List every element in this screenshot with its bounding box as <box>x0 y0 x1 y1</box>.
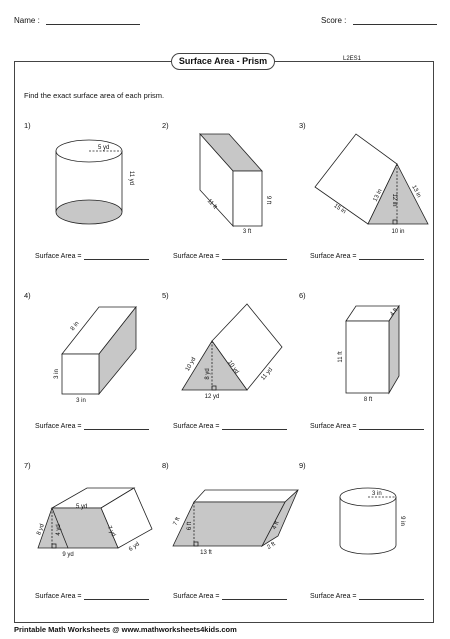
figure-6-upright-prism: 4 ft 11 ft 8 ft <box>338 304 400 403</box>
answer-label: Surface Area = <box>310 593 357 600</box>
dim-7f: 6 yd <box>128 541 141 552</box>
answer-field-1[interactable]: Surface Area = <box>35 251 149 260</box>
dim-7d: 7 yd <box>106 525 117 538</box>
dim-7e: 9 yd <box>62 552 73 558</box>
dim-8e: 2 ft <box>266 541 277 551</box>
figure-2-rect-prism: 11 ft 9 ft 3 ft <box>199 132 271 235</box>
dim-2c: 3 ft <box>243 229 252 235</box>
answer-line <box>358 421 424 430</box>
score-label: Score : <box>321 16 347 25</box>
problem-number-5: 5) <box>162 291 169 300</box>
dim-3c: 12 in <box>391 193 397 206</box>
dim-7b: 8 yd <box>36 523 46 536</box>
worksheet-title: Surface Area - Prism <box>171 53 275 70</box>
dim-4c: 3 in <box>76 398 86 404</box>
dim-8b: 6 ft <box>187 522 193 531</box>
dim-1a: 5 yd <box>98 145 109 151</box>
dim-4a: 8 in <box>70 321 81 332</box>
dim-8d: 13 ft <box>200 550 212 556</box>
answer-label: Surface Area = <box>35 593 82 600</box>
answer-field-4[interactable]: Surface Area = <box>35 421 149 430</box>
problem-number-9: 9) <box>299 461 306 470</box>
problem-number-2: 2) <box>162 121 169 130</box>
dim-4b: 3 in <box>54 369 60 379</box>
answer-label: Surface Area = <box>310 253 357 260</box>
dim-8a: 7 ft <box>173 516 182 526</box>
dim-3e: 10 in <box>391 229 404 235</box>
answer-line <box>221 421 287 430</box>
score-line <box>352 14 437 25</box>
instructions: Find the exact surface area of each pris… <box>24 91 165 100</box>
dim-6a: 4 ft <box>389 307 399 317</box>
answer-field-7[interactable]: Surface Area = <box>35 591 149 600</box>
answer-line <box>221 591 287 600</box>
footer: Printable Math Worksheets @ www.mathwork… <box>14 625 237 634</box>
footer-site-link[interactable]: www.mathworksheets4kids.com <box>121 625 237 634</box>
name-field[interactable]: Name : <box>14 14 141 25</box>
answer-field-3[interactable]: Surface Area = <box>310 251 424 260</box>
figure-7-trap-prism: 5 yd 8 yd 4 yd 7 yd 9 yd 6 yd <box>36 487 153 558</box>
answer-field-9[interactable]: Surface Area = <box>310 591 424 600</box>
problem-number-8: 8) <box>162 461 169 470</box>
dim-1b: 11 yd <box>128 171 134 185</box>
answer-field-6[interactable]: Surface Area = <box>310 421 424 430</box>
worksheet-code: L2ES1 <box>343 56 362 62</box>
problem-number-1: 1) <box>24 121 31 130</box>
problem-number-6: 6) <box>299 291 306 300</box>
dim-7a: 5 yd <box>76 504 87 510</box>
score-field[interactable]: Score : <box>321 14 437 25</box>
dim-6b: 11 ft <box>338 351 344 363</box>
answer-label: Surface Area = <box>173 253 220 260</box>
answer-field-8[interactable]: Surface Area = <box>173 591 287 600</box>
answer-line <box>83 251 149 260</box>
dim-2b: 9 ft <box>265 196 271 205</box>
footer-brand: Printable Math Worksheets @ <box>14 625 120 634</box>
dim-3b: 13 in <box>373 188 384 202</box>
figure-8-para-prism: 7 ft 6 ft 4 ft 13 ft 2 ft <box>172 489 300 556</box>
problem-number-7: 7) <box>24 461 31 470</box>
answer-line <box>358 591 424 600</box>
answer-label: Surface Area = <box>173 593 220 600</box>
dim-5e: 12 yd <box>205 394 220 400</box>
name-line <box>46 14 141 25</box>
figure-3-tri-prism: 15 in 13 in 12 in 13 in 10 in <box>314 133 429 235</box>
answer-label: Surface Area = <box>173 423 220 430</box>
problem-number-3: 3) <box>299 121 306 130</box>
dim-9a: 3 in <box>372 491 382 497</box>
dim-6c: 8 ft <box>364 397 373 403</box>
dim-5b: 8 yd <box>205 368 211 379</box>
figure-1-cylinder: 5 yd 11 yd <box>55 139 134 225</box>
dim-8c: 4 ft <box>272 520 281 530</box>
answer-label: Surface Area = <box>310 423 357 430</box>
answer-line <box>83 421 149 430</box>
answer-field-5[interactable]: Surface Area = <box>173 421 287 430</box>
figure-4-long-prism: 8 in 3 in 3 in <box>54 305 137 404</box>
name-label: Name : <box>14 16 40 25</box>
answer-label: Surface Area = <box>35 423 82 430</box>
dim-3d: 13 in <box>410 184 421 198</box>
dim-9b: 9 in <box>399 516 405 526</box>
answer-label: Surface Area = <box>35 253 82 260</box>
figure-5-tri-prism: 10 yd 8 yd 10 yd 11 yd 12 yd <box>181 303 283 400</box>
dim-7c: 4 yd <box>56 524 62 535</box>
answer-line <box>83 591 149 600</box>
answer-line <box>358 251 424 260</box>
answer-field-2[interactable]: Surface Area = <box>173 251 287 260</box>
figure-9-cylinder: 3 in 9 in <box>339 487 405 555</box>
problem-number-4: 4) <box>24 291 31 300</box>
answer-line <box>221 251 287 260</box>
